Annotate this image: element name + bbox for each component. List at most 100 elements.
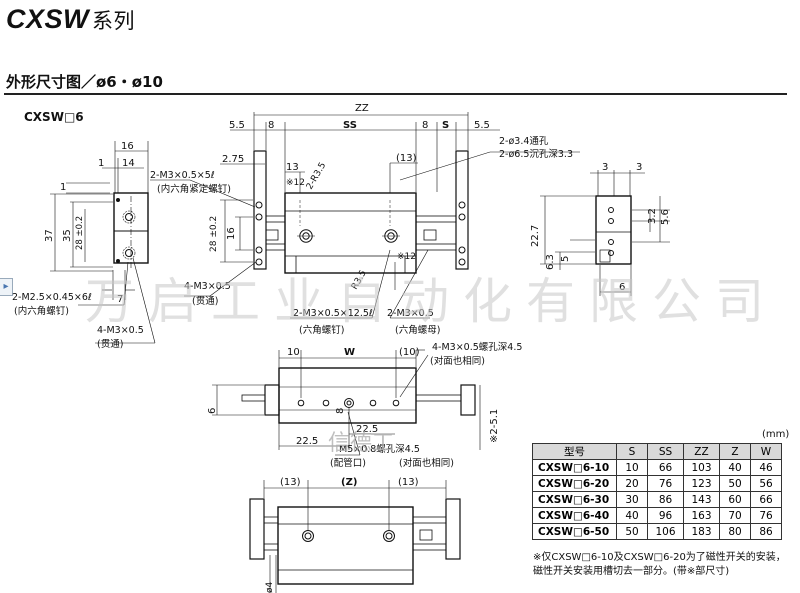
label-opposite-same-2: (对面也相同): [399, 457, 454, 469]
dim-12-star: ※12: [286, 178, 305, 188]
header-zz: ZZ: [683, 443, 720, 460]
label-counterbore: 2-ø6.5沉孔深3.3: [499, 149, 573, 160]
cell-w: 46: [750, 459, 782, 476]
dim-28-top: 28 ±0.2: [209, 216, 219, 252]
label-port: (配管口): [330, 457, 366, 469]
section-subtitle: 外形尺寸图／ø6・ø10: [6, 73, 163, 91]
dimension-table: 型号 S SS ZZ Z W CXSW□6-10 10 66 103 40 46…: [532, 443, 782, 540]
dim-22-7: 22.7: [530, 225, 541, 247]
header-s: S: [616, 443, 648, 460]
dim-22-5-b: 22.5: [356, 424, 378, 435]
cell-ss: 96: [647, 507, 684, 524]
dim-7: 7: [117, 294, 123, 305]
dim-5-5-left: 5.5: [229, 120, 245, 131]
dim-2-5-1: ※2-5.1: [489, 409, 500, 443]
cell-model: CXSW□6-30: [532, 491, 617, 508]
dim-8-bottom: 8: [335, 408, 346, 414]
watermark-company: 万启工业自动化有限公司: [85, 273, 779, 330]
header-ss: SS: [647, 443, 684, 460]
dim-5-6: 5.6: [660, 209, 671, 225]
cell-ss: 86: [647, 491, 684, 508]
dim-3-left: 3: [602, 162, 608, 173]
cell-ss: 76: [647, 475, 684, 492]
expand-arrow-icon[interactable]: ▸: [0, 278, 13, 296]
label-screw-spec: 2-M2.5×0.45×6ℓ: [12, 292, 92, 303]
dim-z: (Z): [341, 477, 357, 488]
label-tapped-hole: 4-M3×0.5螺孔深4.5: [432, 342, 522, 353]
watermark-small: 信德工: [328, 431, 395, 456]
cell-z: 40: [719, 459, 751, 476]
model-label: CXSW□6: [24, 110, 84, 124]
cell-ss: 106: [647, 523, 684, 540]
cell-zz: 123: [683, 475, 720, 492]
dim-5-5-right: 5.5: [474, 120, 490, 131]
label-set-screw: 2-M3×0.5×5ℓ: [150, 170, 215, 181]
series-name: CXSW: [6, 4, 89, 34]
left-end-view: 16 1 14 1 37 35 28 ±0.2 7 2-M2.5×0.45×6ℓ…: [12, 141, 156, 350]
table-row: CXSW□6-40 40 96 163 70 76: [532, 507, 782, 524]
cell-model: CXSW□6-20: [532, 475, 617, 492]
cell-z: 70: [719, 507, 751, 524]
dim-phi4: ø4: [265, 581, 275, 593]
dim-2-r3-5: 2-R3.5: [305, 161, 328, 192]
cell-s: 50: [616, 523, 648, 540]
dim-10-paren: (10): [399, 347, 420, 358]
dim-16: 16: [121, 141, 134, 152]
dim-6-right: 6: [619, 282, 625, 293]
cell-s: 20: [616, 475, 648, 492]
dim-13-left-side: (13): [280, 477, 301, 488]
label-through-hole: 2-ø3.4通孔: [499, 136, 549, 147]
dim-37: 37: [44, 229, 55, 242]
cell-zz: 143: [683, 491, 720, 508]
cell-model: CXSW□6-50: [532, 523, 617, 540]
cell-w: 56: [750, 475, 782, 492]
title-divider: [4, 93, 787, 95]
label-hex-screw-type: (六角螺钉): [299, 324, 344, 336]
header-w: W: [750, 443, 782, 460]
dim-22-5: 22.5: [296, 436, 318, 447]
cell-w: 76: [750, 507, 782, 524]
dim-5-right: 5: [560, 256, 571, 262]
dim-zz: ZZ: [355, 103, 369, 114]
cell-z: 80: [719, 523, 751, 540]
dim-1-top: 1: [98, 158, 104, 169]
dim-16-top: 16: [226, 227, 237, 240]
dim-13: 13: [286, 162, 299, 173]
series-suffix: 系列: [92, 10, 135, 33]
header-z: Z: [719, 443, 751, 460]
table-row: CXSW□6-30 30 86 143 60 66: [532, 491, 782, 508]
dim-6-3: 6.3: [545, 254, 556, 270]
dim-28-left: 28 ±0.2: [75, 216, 85, 250]
dim-35: 35: [62, 229, 73, 242]
table-row: CXSW□6-10 10 66 103 40 46: [532, 459, 782, 476]
dim-14: 14: [122, 158, 135, 169]
cell-w: 86: [750, 523, 782, 540]
cell-z: 50: [719, 475, 751, 492]
label-screw-type: (内六角螺钉): [14, 305, 69, 317]
label-through-top: (贯通): [192, 296, 218, 307]
table-header-row: 型号 S SS ZZ Z W: [532, 443, 782, 460]
dim-3-2: 3.2: [647, 208, 658, 224]
cell-zz: 163: [683, 507, 720, 524]
cell-s: 30: [616, 491, 648, 508]
label-opposite-same: (对面也相同): [430, 355, 485, 367]
cell-model: CXSW□6-10: [532, 459, 617, 476]
dim-13-paren: (13): [396, 153, 417, 164]
cell-ss: 66: [647, 459, 684, 476]
table-row: CXSW□6-50 50 106 183 80 86: [532, 523, 782, 540]
cell-model: CXSW□6-40: [532, 507, 617, 524]
unit-label: (mm): [762, 429, 790, 440]
dim-2-75: 2.75: [222, 154, 244, 165]
dim-10: 10: [287, 347, 300, 358]
dim-13-right-side: (13): [398, 477, 419, 488]
side-view: (13) (Z) (13) ø4: [249, 477, 461, 593]
right-end-view: 3 3 5.6 3.2 22.7 6.3 5 6: [530, 162, 671, 296]
dim-3-right: 3: [636, 162, 642, 173]
label-through: (贯通): [97, 339, 123, 350]
dim-12-star-bottom: ※12: [397, 252, 416, 262]
label-through-thread: 4-M3×0.5: [97, 325, 144, 336]
label-hex-screw: 2-M3×0.5×12.5ℓ: [293, 308, 373, 319]
bottom-view: 10 W (10) 6 8 22.5 22.5 ※2-5.1 4-M3×0.5螺…: [207, 342, 522, 469]
dim-6-bottom: 6: [207, 408, 218, 414]
